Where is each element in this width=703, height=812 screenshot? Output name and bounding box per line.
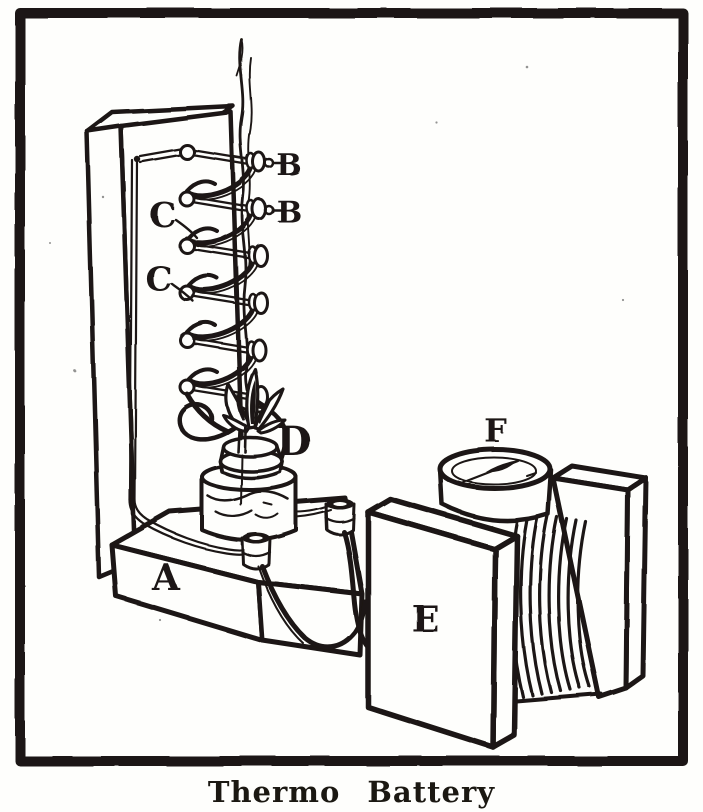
compass-needle (462, 459, 537, 487)
base-block (109, 495, 365, 658)
label-b-upper: B (276, 148, 301, 183)
c-label-wires (170, 218, 199, 303)
coil-bottom-edge (514, 692, 603, 703)
part-labels: A B B C C D E F (145, 148, 507, 641)
label-b-lower: B (276, 195, 301, 230)
scan-specks (49, 65, 625, 622)
label-a: A (151, 557, 181, 599)
figure-caption: Thermo Battery (207, 775, 496, 809)
thermopile (170, 143, 289, 479)
magnet-front-plate (365, 496, 520, 750)
label-c-upper: C (149, 196, 176, 236)
label-e: E (412, 599, 439, 641)
thermocouple-rod (178, 284, 269, 315)
lead-wires (257, 529, 372, 651)
binding-post-right (324, 498, 356, 536)
electromagnet (365, 463, 649, 750)
label-c-lower: C (145, 260, 172, 300)
figure-frame (15, 8, 688, 766)
magnet-back-plate (550, 463, 649, 700)
thermocouple-rod (178, 190, 267, 221)
lamp-to-post-wire (295, 505, 332, 518)
flame (221, 367, 287, 435)
alcohol-lamp (200, 408, 298, 542)
board-return-wire (128, 147, 182, 526)
label-f: F (485, 412, 508, 450)
compass (437, 447, 554, 532)
thermocouple-rod (178, 237, 269, 268)
binding-post-front (240, 532, 272, 570)
terminal-ring (263, 157, 282, 216)
thermocouple-rod (178, 331, 267, 362)
lamp-fuel-lines (206, 490, 290, 520)
label-d: D (277, 418, 312, 465)
